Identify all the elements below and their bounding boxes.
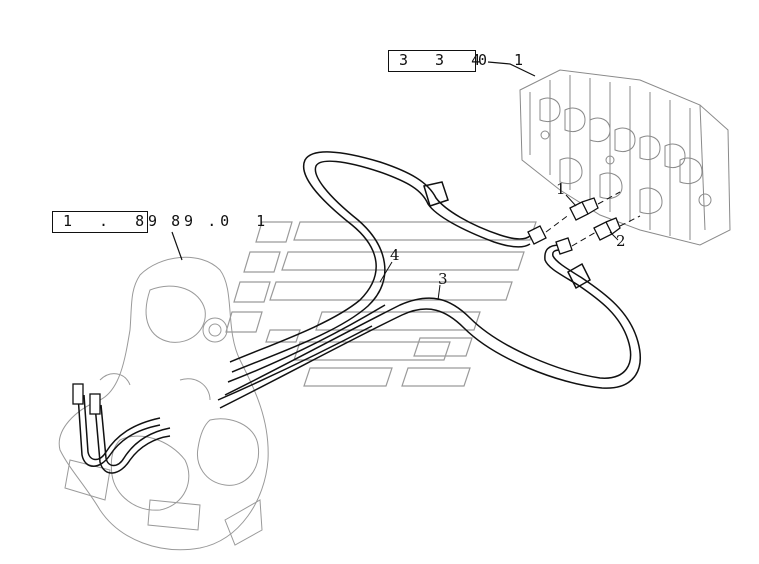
hose-4-collar [423, 181, 449, 207]
hose-4-end-fitting [527, 225, 547, 245]
hose-3-end-fitting [555, 237, 573, 255]
lower-fitting-1 [72, 383, 84, 405]
hose-3-outer [224, 244, 632, 396]
reference-box-188: 1 . 8 8 . [52, 211, 216, 233]
hose-3-collar [567, 262, 591, 290]
reference-suffix-334: 0 1 [478, 51, 533, 69]
reference-leaders [171, 61, 536, 261]
short-hose-1 [77, 394, 161, 467]
adapter-1 [569, 197, 599, 221]
short-hose-2b [100, 404, 171, 467]
watermark-logo [225, 221, 537, 387]
tube-a [227, 304, 386, 383]
callout-1: 1 [556, 180, 566, 198]
hydraulic-hoses [77, 151, 641, 474]
lower-fitting-2 [89, 393, 101, 415]
callout-2: 2 [616, 232, 626, 250]
callout-leaders [379, 194, 619, 301]
callout-3: 3 [438, 270, 448, 288]
ghost-control-valve [519, 69, 731, 246]
tube-b [217, 325, 373, 401]
hose-3-inner [219, 249, 641, 409]
reference-suffix-188: 9 9 0 1 [148, 212, 275, 230]
short-hose-2 [94, 404, 171, 474]
dashed-connections [545, 191, 641, 247]
hose-4-inner [231, 160, 531, 373]
reference-box-334: 3 3 4 [388, 50, 480, 72]
fittings [72, 197, 621, 415]
callout-4: 4 [390, 246, 400, 264]
hose-4-outer [229, 151, 531, 363]
